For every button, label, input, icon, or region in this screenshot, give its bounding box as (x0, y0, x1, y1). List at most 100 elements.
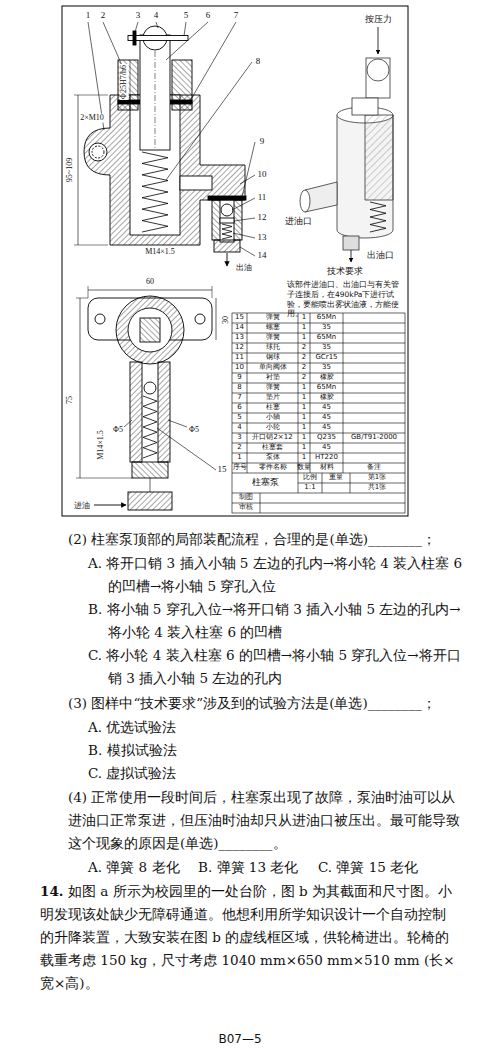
table-cell: 15 (235, 314, 244, 322)
table-cell: 35 (322, 324, 331, 332)
question-text: 14. (40, 880, 70, 903)
table-cell: 2 (302, 354, 306, 362)
table-cell: 橡胶 (320, 394, 334, 402)
parts-table-grid (232, 313, 405, 513)
table-cell: 1 (302, 424, 306, 432)
dimension-label: 60 (145, 278, 155, 287)
dimension-label: Φ5 (188, 426, 200, 435)
table-cell: 2 (302, 364, 306, 372)
table-cell: 2 (302, 374, 306, 382)
question-text: 如图 a 所示为校园里的一处台阶，图 b 为其截面和尺寸图。小明发现该处缺少无障… (40, 880, 458, 995)
dimension-label: 30 (222, 315, 231, 325)
question-text: A. 优选试验法 (88, 716, 463, 739)
table-cell: 零件名称 (259, 464, 287, 472)
dimension-label: 出油口 (366, 251, 395, 260)
table-cell: 35 (322, 364, 331, 372)
table-cell: 开口销2×12 (252, 434, 292, 442)
table-cell: 钢球 (266, 354, 280, 362)
page-number: B07—5 (217, 1033, 262, 1046)
table-cell: 制图 (239, 494, 253, 502)
callout-number: 13 (257, 233, 268, 243)
table-cell: 泵体 (266, 454, 280, 462)
table-rule (310, 313, 311, 473)
isometric-view (300, 27, 393, 262)
table-cell: 2 (302, 344, 306, 352)
question-text: C. 虚拟试验法 (88, 762, 463, 785)
table-cell: 3 (237, 434, 241, 442)
table-cell: 1 (302, 454, 306, 462)
question-text: (4) 正常使用一段时间后，柱塞泵出现了故障，泵油时油可以从进油口正常泵进，但压… (68, 786, 463, 855)
table-cell: 4 (237, 424, 241, 432)
table-rule (232, 443, 405, 444)
dimension-label: M14×1.5 (97, 429, 106, 461)
table-cell: 1 (302, 324, 306, 332)
dimension-label: 2×M10 (79, 114, 105, 123)
dimension-label: Φ5 (112, 426, 124, 435)
callout-number: 8 (255, 57, 262, 67)
table-cell: 球托 (266, 344, 280, 352)
table-cell: 螺塞 (266, 324, 280, 332)
table-cell: 弹簧 (266, 384, 280, 392)
table-cell: 1 (302, 414, 306, 422)
table-cell: 材料 (320, 464, 334, 472)
table-cell: 65Mn (317, 384, 336, 392)
table-cell: 垫片 (266, 394, 280, 402)
table-rule (232, 423, 405, 424)
table-cell: 柱塞套 (262, 444, 283, 452)
table-cell: 比例 (303, 474, 317, 482)
table-cell: 小轴 (266, 414, 280, 422)
table-cell: 第1张 (368, 474, 386, 482)
callout-number: 4 (153, 11, 160, 21)
dimension-label: 按压力 (364, 15, 393, 24)
table-cell: 1 (302, 444, 306, 452)
question-text: C. 将小轮 4 装入柱塞 6 的凹槽→将小轴 5 穿孔入位→将开口销 3 插入… (88, 644, 463, 690)
table-cell: 45 (322, 404, 331, 412)
table-cell: 12 (235, 344, 244, 352)
table-cell: 1 (302, 404, 306, 412)
callout-number: 5 (183, 11, 190, 21)
table-cell: HT220 (315, 454, 338, 462)
table-cell: 11 (235, 354, 244, 362)
table-cell: 2 (237, 444, 241, 452)
dimension-label: M14×1.5 (144, 248, 176, 257)
table-cell: 序号 (233, 464, 247, 472)
table-rule (232, 413, 405, 414)
table-cell: 65Mn (317, 314, 336, 322)
table-rule (343, 313, 344, 473)
question-text: (3) 图样中“技术要求”涉及到的试验方法是(单选)________； (68, 692, 463, 715)
callout-number: 2 (100, 11, 107, 21)
table-rule (232, 323, 405, 324)
table-rule (298, 313, 299, 473)
table-cell: 单向阀体 (259, 364, 287, 372)
question-text: (2) 柱塞泵顶部的局部装配流程，合理的是(单选)________； (68, 528, 463, 551)
table-cell: 柱塞泵 (252, 478, 279, 487)
table-rule (232, 393, 405, 394)
table-cell: 1 (237, 454, 241, 462)
table-cell: 小轮 (266, 424, 280, 432)
callout-number: 7 (233, 11, 240, 21)
table-cell: 1 (302, 314, 306, 322)
table-cell: 7 (237, 394, 241, 402)
table-rule (232, 363, 405, 364)
callout-number: 15 (217, 465, 228, 475)
table-cell: 6 (237, 404, 241, 412)
table-cell: 审核 (239, 504, 253, 512)
table-cell: 柱塞 (266, 404, 280, 412)
table-cell: 13 (235, 334, 244, 342)
dimension-label: 出油 (235, 264, 253, 273)
callout-number: 11 (257, 193, 268, 203)
table-cell: 弹簧 (266, 334, 280, 342)
callout-number: 3 (135, 11, 142, 21)
table-cell: 65Mn (317, 334, 336, 342)
table-cell: 1 (302, 334, 306, 342)
dimension-label: 进油口 (284, 217, 313, 226)
table-cell: 1 (302, 384, 306, 392)
spring-coil (222, 224, 232, 239)
table-cell: 45 (322, 424, 331, 432)
dimension-label: 进油 (73, 502, 91, 511)
dimension-label: 75 (66, 395, 75, 405)
table-cell: 橡胶 (320, 374, 334, 382)
table-cell: 1:1 (304, 484, 315, 492)
dimension-label: 95~109 (66, 157, 75, 183)
